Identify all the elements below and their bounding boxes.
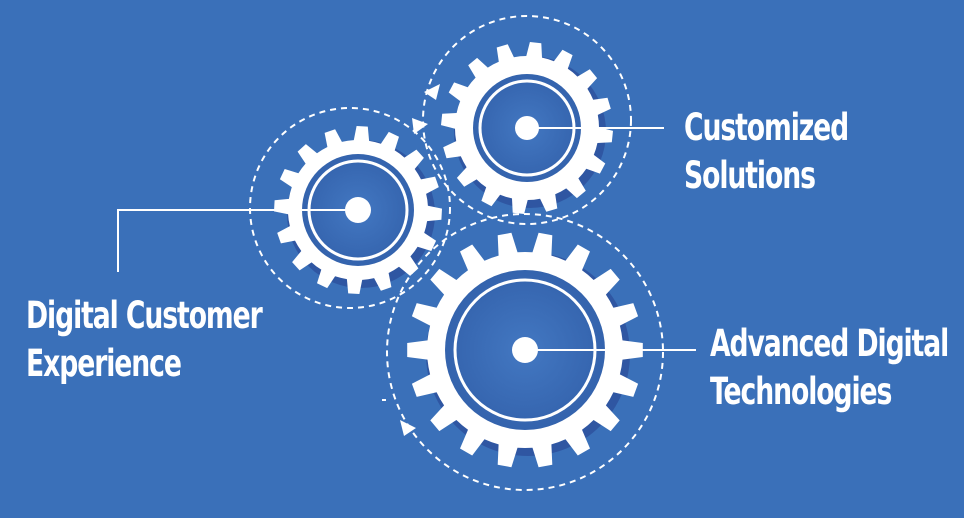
arrow-head-icon bbox=[400, 420, 416, 436]
label-digital-customer-experience: Digital Customer Experience bbox=[26, 292, 263, 388]
orbit-top bbox=[422, 15, 632, 225]
label-line: Digital Customer bbox=[26, 294, 263, 337]
arrow-head-icon bbox=[424, 84, 440, 100]
label-line: Solutions bbox=[684, 154, 816, 197]
label-line: Advanced Digital bbox=[710, 322, 949, 365]
label-line: Customized bbox=[684, 106, 849, 149]
arrow-head-icon bbox=[412, 118, 428, 134]
label-line: Experience bbox=[26, 342, 182, 385]
connector-left bbox=[117, 209, 358, 272]
orbit-left bbox=[249, 107, 451, 309]
orbit-bottom bbox=[386, 213, 664, 491]
label-line: Technologies bbox=[710, 370, 892, 413]
label-customized-solutions: Customized Solutions bbox=[684, 104, 849, 200]
label-advanced-digital-technologies: Advanced Digital Technologies bbox=[710, 320, 949, 416]
